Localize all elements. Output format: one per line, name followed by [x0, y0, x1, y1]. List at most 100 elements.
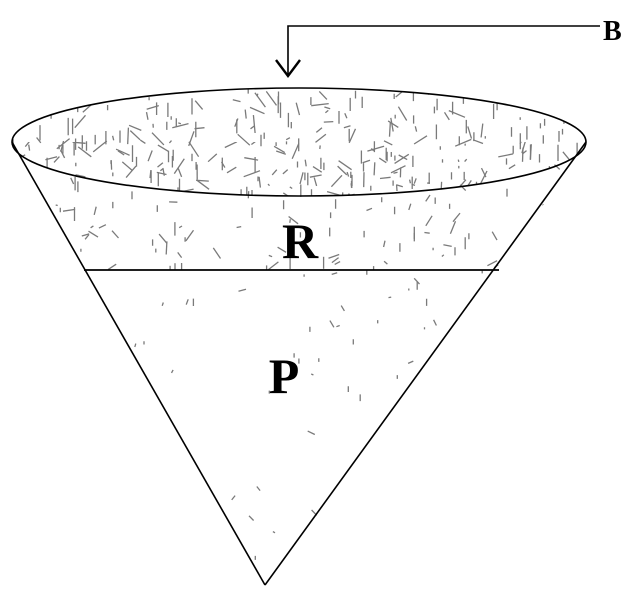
speckle-mark	[251, 142, 257, 146]
speckle-mark	[487, 260, 498, 267]
speckle-mark	[291, 143, 300, 160]
speckle-mark	[376, 462, 384, 468]
speckle-mark	[121, 161, 133, 171]
speckle-mark	[98, 224, 107, 229]
speckle-mark	[346, 171, 350, 177]
speckle-mark	[304, 159, 307, 167]
speckle-mark	[385, 579, 388, 582]
speckle-mark	[236, 225, 242, 229]
speckle-mark	[256, 486, 261, 492]
speckle-mark	[139, 139, 146, 144]
speckle-mark	[115, 148, 130, 156]
speckle-mark	[146, 104, 159, 110]
speckle-mark	[250, 125, 255, 130]
speckle-mark	[310, 373, 314, 376]
speckle-mark	[84, 234, 90, 240]
speckle-mark	[273, 145, 286, 154]
speckle-mark	[224, 142, 238, 149]
speckle-mark	[328, 253, 340, 259]
speckle-mark	[310, 580, 317, 583]
speckle-mark	[30, 261, 43, 264]
speckle-texture-surface	[12, 88, 578, 196]
speckle-mark	[25, 253, 31, 256]
speckle-mark	[243, 170, 261, 178]
speckle-mark	[315, 127, 323, 133]
speckle-mark	[443, 111, 450, 121]
speckle-mark	[177, 252, 183, 258]
speckle-mark	[408, 203, 412, 211]
speckle-mark	[478, 367, 481, 372]
speckle-mark	[24, 142, 33, 148]
speckle-mark	[443, 244, 452, 248]
speckle-mark	[18, 188, 23, 201]
speckle-mark	[77, 146, 92, 158]
speckle-mark	[326, 190, 340, 196]
speckle-mark	[173, 158, 185, 174]
speckle-mark	[289, 186, 293, 190]
speckle-mark	[134, 343, 137, 348]
speckle-mark	[411, 183, 416, 187]
speckle-mark	[524, 232, 528, 236]
speckle-mark	[111, 230, 119, 239]
speckle-mark	[275, 150, 287, 155]
speckle-mark	[470, 439, 476, 443]
speckle-mark	[500, 89, 504, 92]
speckle-mark	[70, 177, 75, 185]
speckle-mark	[408, 179, 412, 184]
speckle-mark	[265, 91, 278, 106]
speckle-mark	[394, 153, 410, 164]
speckle-mark	[55, 204, 58, 207]
speckle-mark	[15, 163, 21, 170]
speckle-mark	[231, 495, 236, 501]
speckle-mark	[256, 93, 259, 97]
speckle-mark	[362, 159, 371, 164]
speckle-mark	[390, 165, 406, 174]
cone-right-edge	[264, 141, 587, 586]
speckle-mark	[340, 305, 345, 312]
speckle-mark	[213, 571, 217, 574]
cone-left-edge	[11, 141, 266, 586]
speckle-mark	[498, 153, 514, 158]
speckle-mark	[285, 137, 291, 141]
speckle-mark	[312, 166, 323, 173]
speckle-mark	[315, 133, 327, 143]
speckle-mark	[414, 126, 418, 132]
speckle-mark	[196, 179, 209, 182]
speckle-mark	[28, 144, 31, 151]
speckle-mark	[289, 219, 291, 223]
speckle-mark	[147, 462, 152, 466]
speckle-mark	[127, 127, 130, 145]
speckle-mark	[426, 543, 431, 546]
speckle-mark	[157, 144, 169, 152]
speckle-mark	[388, 122, 391, 137]
speckle-mark	[268, 261, 279, 270]
speckle-mark	[33, 171, 38, 175]
speckle-mark	[387, 120, 399, 128]
speckle-mark	[398, 154, 408, 161]
speckle-mark	[268, 254, 273, 258]
speckle-mark	[26, 210, 30, 224]
speckle-mark	[388, 296, 392, 299]
speckle-mark	[563, 93, 574, 102]
speckle-mark	[519, 251, 523, 255]
speckle-mark	[21, 234, 34, 243]
speckle-mark	[565, 185, 568, 189]
speckle-mark	[178, 122, 182, 125]
speckle-mark	[178, 191, 189, 196]
speckle-mark	[118, 369, 123, 372]
speckle-mark	[36, 137, 42, 144]
speckle-mark	[129, 130, 141, 141]
speckle-mark	[424, 231, 430, 234]
speckle-mark	[331, 272, 338, 276]
speckle-mark	[170, 369, 174, 374]
speckle-mark	[106, 505, 110, 510]
speckle-mark	[244, 157, 259, 161]
speckle-mark	[48, 231, 51, 236]
speckle-mark	[338, 160, 352, 171]
speckle-mark	[330, 174, 343, 188]
speckle-mark	[248, 515, 255, 521]
speckle-mark	[117, 150, 125, 156]
speckle-mark	[449, 221, 457, 234]
speckle-mark	[336, 324, 340, 328]
speckle-mark	[313, 177, 318, 187]
